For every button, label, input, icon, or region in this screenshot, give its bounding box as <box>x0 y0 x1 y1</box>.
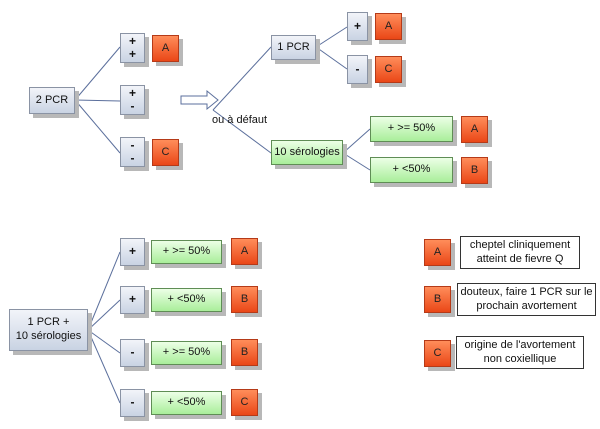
tree2-pcr: 1 PCR <box>271 35 316 60</box>
alt-label: ou à défaut <box>212 114 268 126</box>
tree1-branch1-result: A <box>152 35 179 62</box>
tree2-pcr-neg-sign: - <box>347 55 368 84</box>
sign-top: + <box>128 33 136 48</box>
tree3-row3-sero: + >= 50% <box>151 341 222 365</box>
tree1-branch1-sign: + + <box>120 33 145 63</box>
tree3-row4-sero: + <50% <box>151 391 222 415</box>
tree2-sero-low-result: B <box>461 157 488 184</box>
tree3-row1-sign: + <box>120 238 145 266</box>
legend-b-code: B <box>424 286 451 313</box>
legend-b-text: douteux, faire 1 PCR sur le prochain avo… <box>457 283 596 316</box>
tree2-sero-low: + <50% <box>370 157 453 183</box>
sign-top: - <box>130 137 135 152</box>
legend-c-text: origine de l'avortement non coxiellique <box>456 336 584 369</box>
sign-bottom: - <box>130 151 135 165</box>
tree3-row2-sign: + <box>120 286 145 314</box>
sign-top: + <box>128 85 136 100</box>
tree2-sero: 10 sérologies <box>271 140 343 165</box>
tree3-row3-result: B <box>231 339 258 366</box>
arrow-shape <box>180 89 219 111</box>
tree3-row2-result: B <box>231 286 258 313</box>
tree2-sero-high-result: A <box>461 116 488 143</box>
legend-a-text: cheptel cliniquement atteint de fievre Q <box>460 236 580 269</box>
tree2-pcr-pos-result: A <box>375 13 402 40</box>
sign-bottom: + <box>128 47 136 61</box>
tree1-branch3-result: C <box>152 139 179 166</box>
tree1-branch2-sign: + - <box>120 85 145 115</box>
tree3-row2-sero: + <50% <box>151 288 222 312</box>
tree2-pcr-neg-result: C <box>375 56 402 83</box>
tree1-branch3-sign: - - <box>120 137 145 167</box>
tree3-row4-result: C <box>231 389 258 416</box>
tree3-row4-sign: - <box>120 389 145 417</box>
tree3-row3-sign: - <box>120 339 145 367</box>
tree2-pcr-pos-sign: + <box>347 12 368 41</box>
tree2-sero-high: + >= 50% <box>370 116 453 142</box>
tree1-root: 2 PCR <box>29 87 75 114</box>
legend-c-code: C <box>424 340 451 367</box>
tree3-row1-result: A <box>231 238 258 265</box>
tree3-row1-sero: + >= 50% <box>151 240 222 264</box>
sign-bottom: - <box>130 99 135 113</box>
legend-a-code: A <box>424 239 451 266</box>
tree3-root: 1 PCR + 10 sérologies <box>9 309 88 351</box>
